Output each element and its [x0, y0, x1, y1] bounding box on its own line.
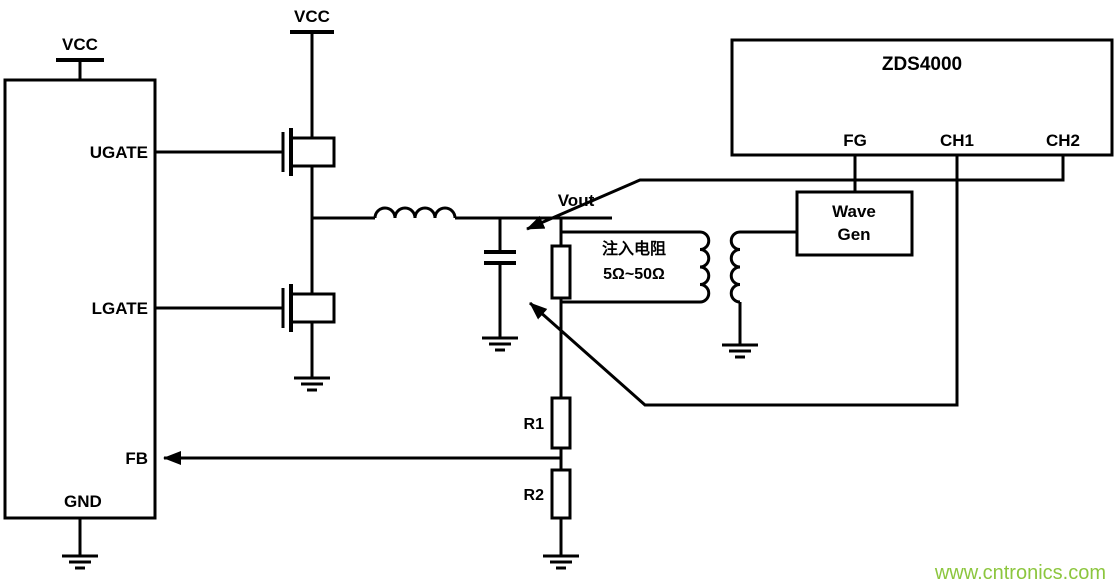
r2-label: R2 — [524, 487, 545, 504]
fb-pin-label: FB — [125, 449, 148, 468]
vout-label: Vout — [558, 191, 595, 210]
lgate-pin-label: LGATE — [92, 299, 148, 318]
ch1-probe-arrow — [529, 155, 959, 407]
injection-resistor-name: 注入电阻 — [602, 239, 666, 258]
capacitor-symbol — [484, 218, 516, 338]
injection-resistor-symbol — [550, 218, 572, 300]
wave-gen-box — [795, 190, 914, 257]
mosfet-low-side — [281, 218, 336, 378]
ch1-port-label: CH1 — [940, 131, 974, 150]
ground-symbol — [292, 376, 332, 392]
ch2-port-label: CH2 — [1046, 131, 1080, 150]
oscilloscope-model-label: ZDS4000 — [882, 54, 962, 75]
watermark-text: www.cntronics.com — [934, 562, 1106, 584]
ugate-pin-label: UGATE — [90, 143, 148, 162]
wave-gen-label-line1: Wave — [832, 202, 876, 221]
ic-vcc-power-symbol — [56, 58, 104, 80]
wave-gen-label-line2: Gen — [837, 225, 870, 244]
fg-port-label: FG — [843, 131, 867, 150]
inductor-symbol — [373, 206, 457, 219]
r1-resistor-symbol — [550, 396, 572, 450]
injection-transformer-symbol — [561, 230, 797, 345]
ch2-probe-arrow — [526, 155, 1065, 231]
supply-vcc-label: VCC — [294, 7, 330, 26]
oscilloscope-box — [730, 38, 1114, 157]
injection-resistor-value: 5Ω~50Ω — [603, 266, 665, 283]
mosfet-high-side — [281, 128, 336, 218]
r1-label: R1 — [524, 416, 545, 433]
ground-symbol — [60, 554, 100, 570]
supply-vcc-power-symbol — [290, 30, 334, 138]
ground-symbol — [720, 343, 760, 359]
ground-symbol — [480, 336, 520, 352]
gnd-pin-label: GND — [64, 492, 102, 511]
r2-resistor-symbol — [550, 468, 572, 520]
ic-vcc-label: VCC — [62, 35, 98, 54]
controller-ic-box — [3, 78, 157, 520]
ground-symbol — [541, 554, 581, 570]
